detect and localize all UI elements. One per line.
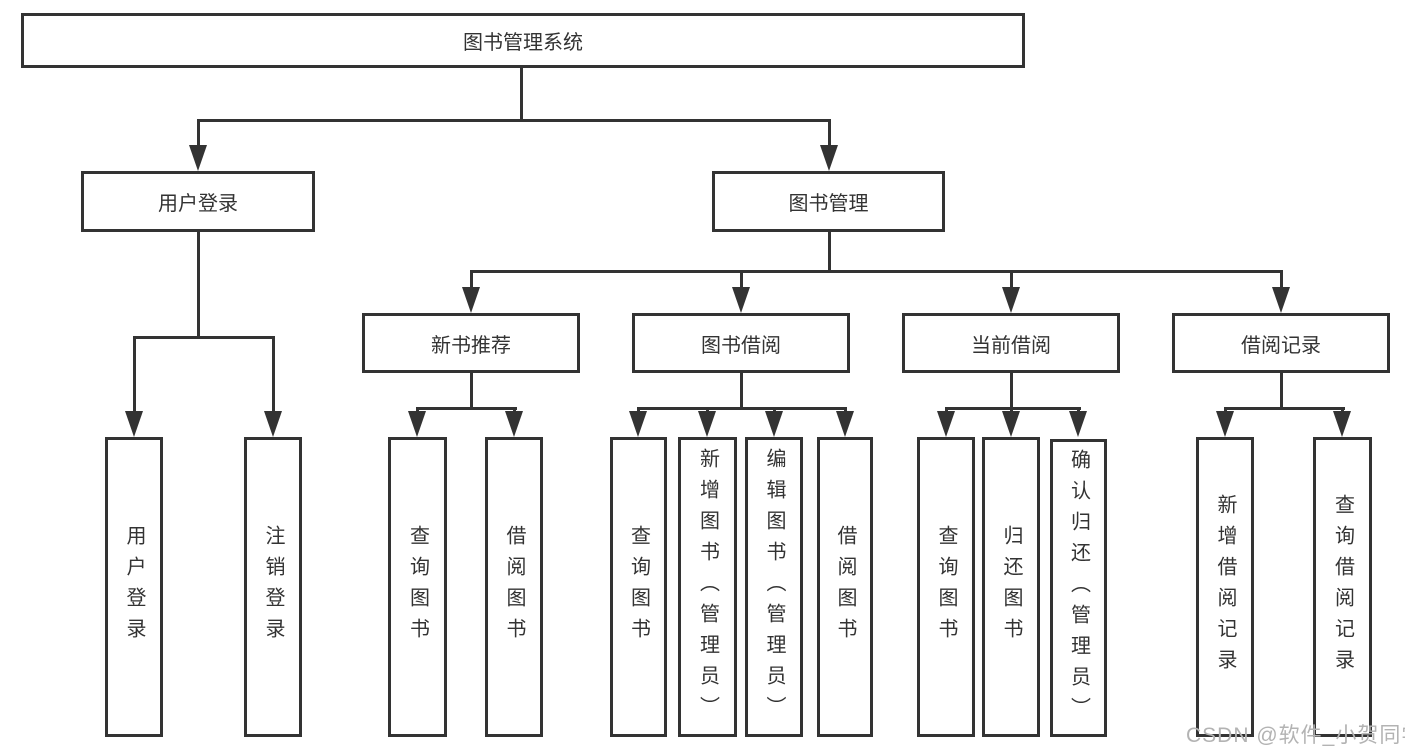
node-label: 当前借阅 [971,334,1051,357]
connector-line [1224,407,1345,410]
node-label: 借阅记录 [1241,334,1321,357]
node-label: 图书管理 [788,193,869,215]
connector-line [945,407,1081,410]
leaf-confirm-return-admin: 确认归还（管理员） [1050,439,1107,737]
arrow-down-icon [1333,411,1351,437]
leaf-label: 借阅图书 [503,525,525,649]
node-library-system: 图书管理系统 [21,13,1025,68]
connector-line [1010,273,1013,295]
leaf-return-books: 归还图书 [982,437,1040,737]
connector-line [740,373,743,409]
leaf-label: 注销登录 [262,525,284,649]
leaf-label: 查询图书 [935,525,957,649]
node-user-login: 用户登录 [81,171,315,232]
leaf-label: 查询图书 [627,525,650,649]
leaf-add-borrow-record: 新增借阅记录 [1196,437,1254,737]
leaf-label: 编辑图书（管理员） [763,447,785,727]
arrow-down-icon [937,411,955,437]
node-label: 用户登录 [158,193,238,215]
node-book-management: 图书管理 [712,171,945,232]
leaf-query-borrow-record: 查询借阅记录 [1313,437,1372,737]
arrow-down-icon [765,411,783,437]
leaf-query-books-current: 查询图书 [917,437,975,737]
connector-line [197,232,200,337]
arrow-down-icon [189,145,207,171]
leaf-label: 用户登录 [123,525,145,649]
arrow-down-icon [1216,411,1234,437]
node-book-borrow: 图书借阅 [632,313,850,373]
connector-line [272,339,275,415]
arrow-down-icon [1002,287,1020,313]
connector-line [470,373,473,409]
connector-line [828,232,831,272]
node-new-book-recommend: 新书推荐 [362,313,580,373]
arrow-down-icon [1069,411,1087,437]
node-label: 图书管理系统 [463,32,583,54]
leaf-label: 确认归还（管理员） [1067,448,1090,728]
leaf-label: 查询图书 [406,525,429,649]
connector-line [637,407,847,410]
node-borrow-records: 借阅记录 [1172,313,1390,373]
connector-line [520,68,523,120]
leaf-edit-books-admin: 编辑图书（管理员） [745,437,803,737]
arrow-down-icon [1002,411,1020,437]
arrow-down-icon [505,411,523,437]
connector-line [1280,273,1283,295]
arrow-down-icon [408,411,426,437]
leaf-label: 新增借阅记录 [1214,494,1236,680]
connector-line [1010,373,1013,409]
leaf-query-books-borrow: 查询图书 [610,437,667,737]
arrow-down-icon [820,145,838,171]
node-current-borrow: 当前借阅 [902,313,1120,373]
arrow-down-icon [264,411,282,437]
leaf-label: 新增图书（管理员） [696,447,719,727]
connector-line [133,336,275,339]
arrow-down-icon [836,411,854,437]
leaf-add-books-admin: 新增图书（管理员） [678,437,737,737]
arrow-down-icon [629,411,647,437]
arrow-down-icon [462,287,480,313]
leaf-logout-login: 注销登录 [244,437,302,737]
leaf-label: 借阅图书 [834,525,856,649]
connector-line [470,273,473,295]
leaf-borrow-books-recommend: 借阅图书 [485,437,543,737]
arrow-down-icon [125,411,143,437]
connector-line [197,119,831,122]
connector-line [740,273,743,295]
leaf-label: 查询借阅记录 [1331,494,1354,680]
leaf-user-login: 用户登录 [105,437,163,737]
connector-line [828,120,831,150]
connector-line [133,339,136,415]
connector-line [1280,373,1283,409]
watermark: CSDN @软件_小贺同学 [1186,724,1405,747]
arrow-down-icon [1272,287,1290,313]
connector-line [197,120,200,150]
leaf-label: 归还图书 [1000,525,1022,649]
leaf-query-books-recommend: 查询图书 [388,437,447,737]
connector-line [416,407,517,410]
arrow-down-icon [698,411,716,437]
arrow-down-icon [732,287,750,313]
node-label: 新书推荐 [431,334,511,357]
node-label: 图书借阅 [701,334,781,357]
leaf-borrow-books-borrow: 借阅图书 [817,437,873,737]
connector-line [470,270,1283,273]
